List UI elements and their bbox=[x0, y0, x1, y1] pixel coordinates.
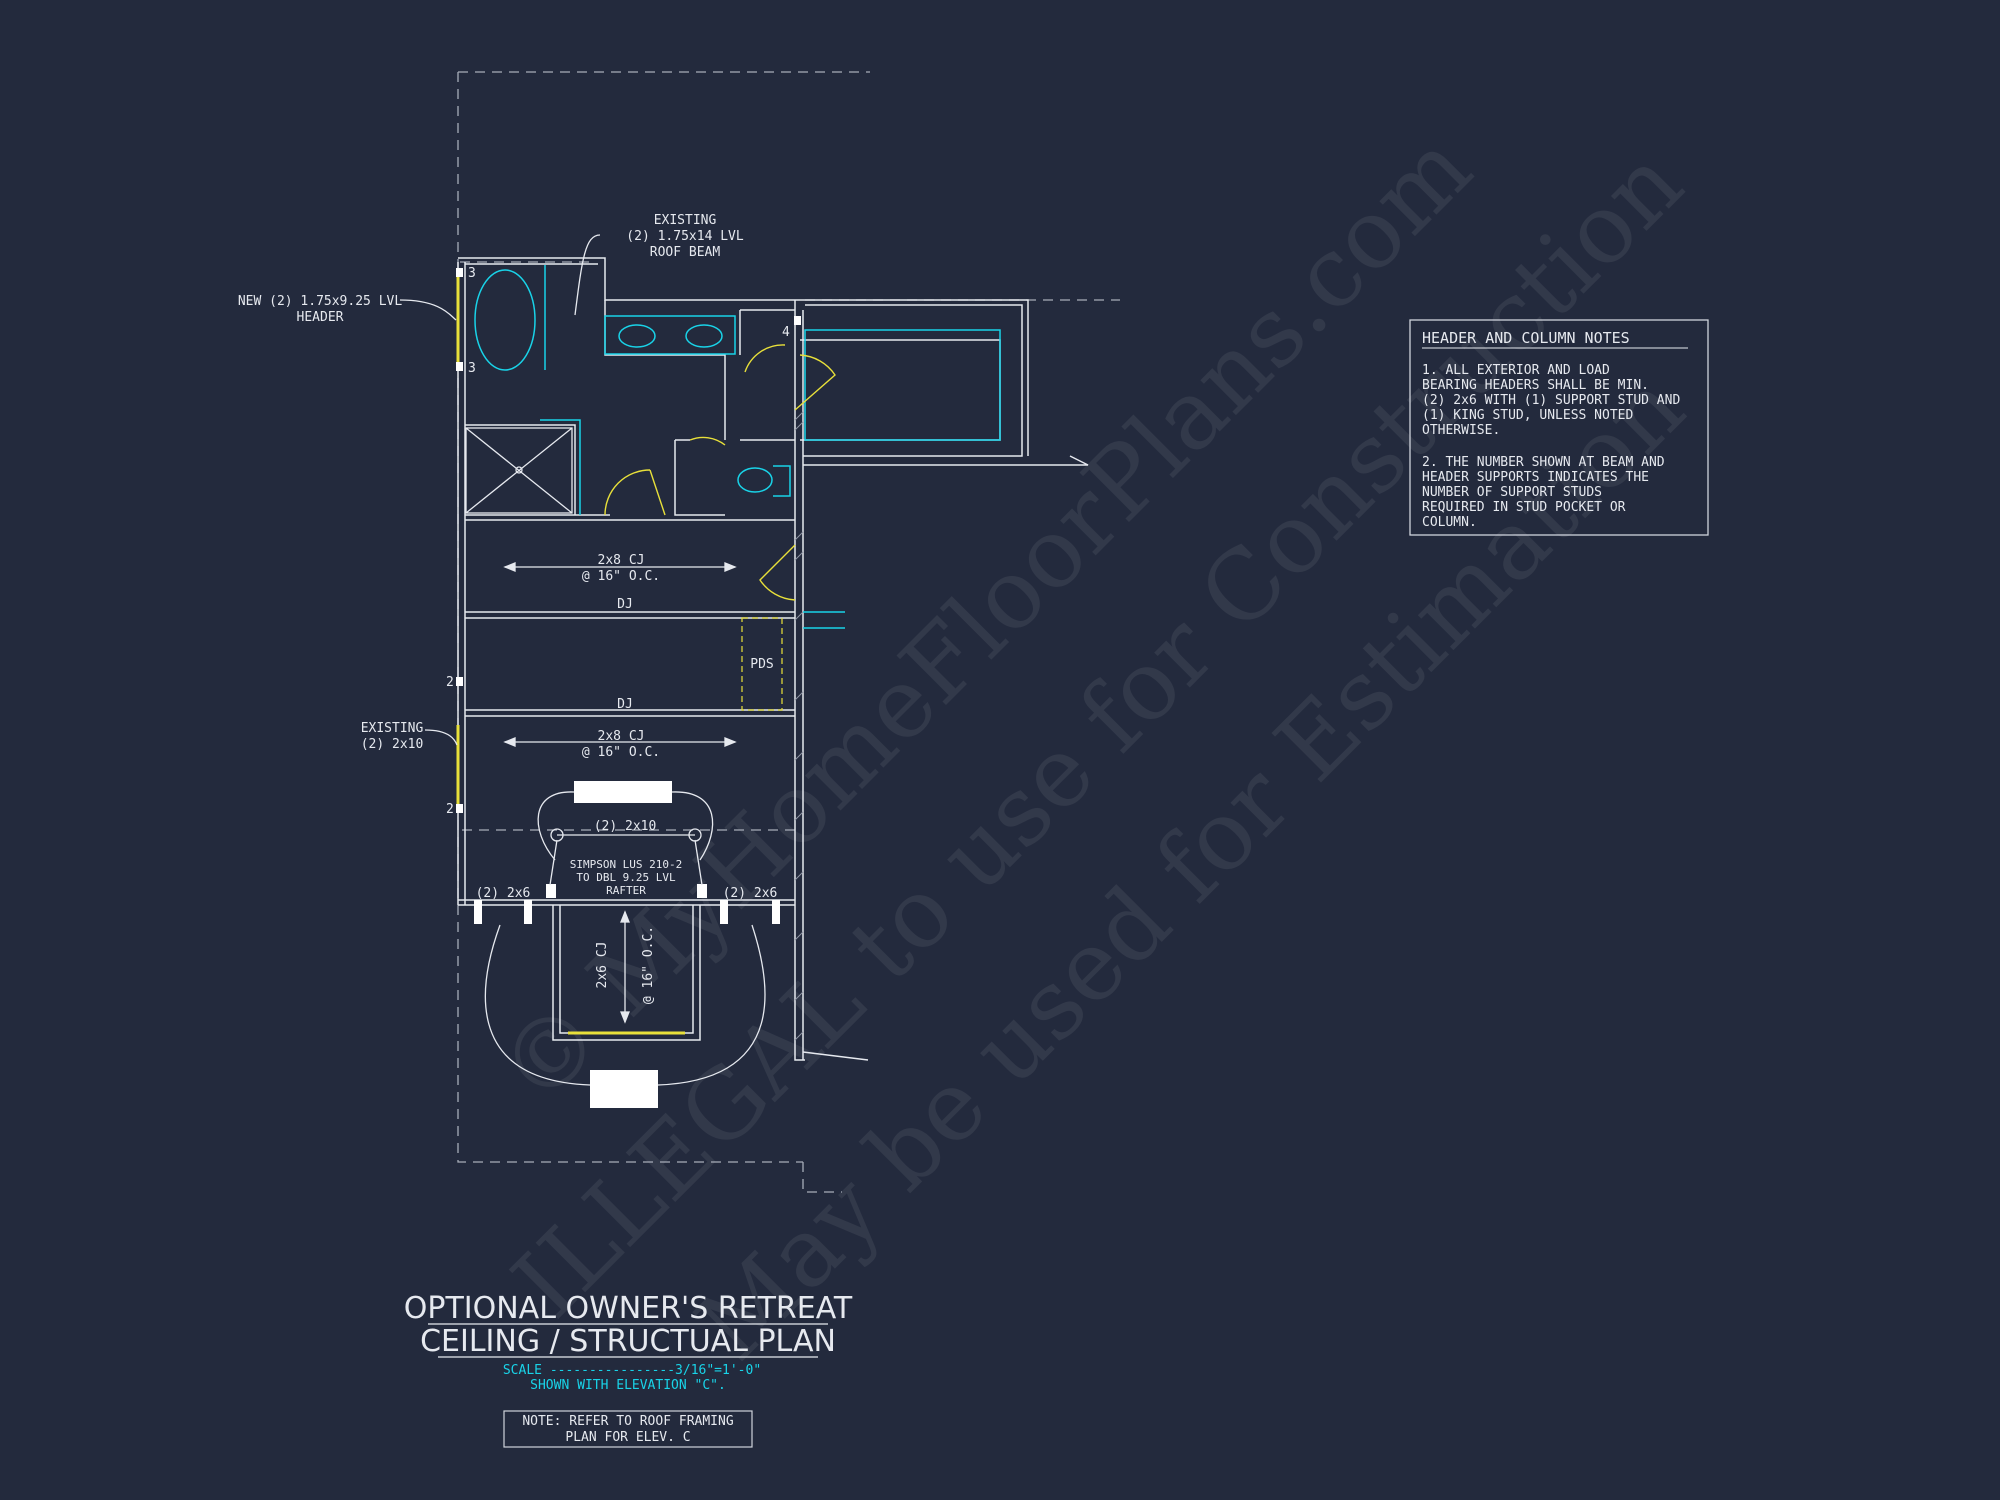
simpson-line-3: RAFTER bbox=[606, 884, 646, 897]
ceiling-joist-label-2: 2x8 CJ @ 16" O.C. bbox=[582, 729, 660, 760]
right-2x6-label: (2) 2x6 bbox=[723, 886, 778, 901]
new-header-line-2: HEADER bbox=[297, 310, 344, 325]
cj2-line-1: 2x8 CJ bbox=[598, 729, 645, 744]
notes-title: HEADER AND COLUMN NOTES bbox=[1422, 329, 1630, 347]
simpson-line-1: SIMPSON LUS 210-2 bbox=[570, 858, 683, 871]
support-count-3b: 3 bbox=[468, 361, 476, 376]
new-header-line-1: NEW (2) 1.75x9.25 LVL bbox=[238, 294, 403, 309]
plan-elevation-note: SHOWN WITH ELEVATION "C". bbox=[530, 1378, 726, 1393]
ceiling-joist-label-3: 2x6 CJ @ 16" O.C. bbox=[595, 926, 656, 1004]
note1-line-1: 1. ALL EXTERIOR AND LOAD bbox=[1422, 363, 1610, 378]
support-posts bbox=[456, 268, 801, 1108]
cj3-line-1: 2x6 CJ bbox=[595, 942, 610, 989]
cj1-line-2: @ 16" O.C. bbox=[582, 569, 660, 584]
watermark: © MyHomeFloorPlans.com ILLEGAL to use fo… bbox=[477, 112, 1705, 1382]
watermark-line-1: © MyHomeFloorPlans.com bbox=[477, 112, 1492, 1127]
existing-beam-line-2: (2) 1.75x14 LVL bbox=[626, 229, 744, 244]
left-2x6-label: (2) 2x6 bbox=[476, 886, 531, 901]
note2-line-5: COLUMN. bbox=[1422, 515, 1477, 530]
dj-label-2: DJ bbox=[617, 697, 633, 712]
existing-beam-line-1: EXISTING bbox=[654, 213, 717, 228]
cj1-line-1: 2x8 CJ bbox=[598, 553, 645, 568]
pds-box bbox=[741, 617, 783, 711]
existing-2x10-line-2: (2) 2x10 bbox=[361, 737, 424, 752]
plan-title-line-2: CEILING / STRUCTUAL PLAN bbox=[420, 1324, 836, 1359]
note1-line-4: (1) KING STUD, UNLESS NOTED bbox=[1422, 408, 1633, 423]
simpson-line-2: TO DBL 9.25 LVL bbox=[576, 871, 676, 884]
note2-line-1: 2. THE NUMBER SHOWN AT BEAM AND bbox=[1422, 455, 1665, 470]
watermark-line-2: ILLEGAL to use for Construction bbox=[492, 127, 1704, 1339]
wall-hatch bbox=[794, 411, 804, 1041]
existing-beam-label: EXISTING (2) 1.75x14 LVL ROOF BEAM bbox=[626, 213, 744, 260]
support-count-2b: 2 bbox=[446, 802, 454, 817]
header-2x10-label: (2) 2x10 bbox=[594, 819, 657, 834]
support-count-3a: 3 bbox=[468, 266, 476, 281]
ceiling-joist-label-1: 2x8 CJ @ 16" O.C. bbox=[582, 553, 660, 584]
existing-2x10-line-1: EXISTING bbox=[361, 721, 424, 736]
dj-label-1: DJ bbox=[617, 597, 633, 612]
walls bbox=[457, 257, 1089, 1061]
support-count-4: 4 bbox=[782, 325, 790, 340]
vanity bbox=[604, 315, 736, 355]
plan-scale: SCALE ----------------3/16"=1'-0" bbox=[503, 1363, 761, 1378]
existing-beam-line-3: ROOF BEAM bbox=[650, 245, 721, 260]
simpson-hanger-label: SIMPSON LUS 210-2 TO DBL 9.25 LVL RAFTER bbox=[570, 858, 683, 897]
plan-title-line-1: OPTIONAL OWNER'S RETREAT bbox=[404, 1291, 853, 1326]
header-column-notes: HEADER AND COLUMN NOTES 1. ALL EXTERIOR … bbox=[1409, 319, 1709, 536]
dimension-arrows bbox=[503, 562, 737, 1024]
support-count-2a: 2 bbox=[446, 675, 454, 690]
door-swings bbox=[456, 272, 836, 1035]
bath-fixtures bbox=[474, 265, 1001, 629]
beam-hangers bbox=[399, 234, 766, 1086]
cj2-line-2: @ 16" O.C. bbox=[582, 745, 660, 760]
existing-2x10-label: EXISTING (2) 2x10 bbox=[361, 721, 424, 752]
title-block: OPTIONAL OWNER'S RETREAT CEILING / STRUC… bbox=[404, 1291, 853, 1448]
cj3-line-2: @ 16" O.C. bbox=[641, 926, 656, 1004]
closet-rod bbox=[804, 329, 1001, 441]
bathtub bbox=[474, 269, 536, 371]
shower bbox=[465, 427, 573, 514]
note2-line-2: HEADER SUPPORTS INDICATES THE bbox=[1422, 470, 1649, 485]
note1-line-2: BEARING HEADERS SHALL BE MIN. bbox=[1422, 378, 1649, 393]
roof-framing-note-line-2: PLAN FOR ELEV. C bbox=[565, 1430, 690, 1445]
new-header-label: NEW (2) 1.75x9.25 LVL HEADER bbox=[238, 294, 403, 325]
roof-framing-note-line-1: NOTE: REFER TO ROOF FRAMING bbox=[522, 1414, 733, 1429]
note1-line-5: OTHERWISE. bbox=[1422, 423, 1500, 438]
pds-label: PDS bbox=[750, 657, 773, 672]
toilet bbox=[737, 467, 773, 493]
note1-line-3: (2) 2x6 WITH (1) SUPPORT STUD AND bbox=[1422, 393, 1680, 408]
note2-line-3: NUMBER OF SUPPORT STUDS bbox=[1422, 485, 1602, 500]
note2-line-4: REQUIRED IN STUD POCKET OR bbox=[1422, 500, 1626, 515]
